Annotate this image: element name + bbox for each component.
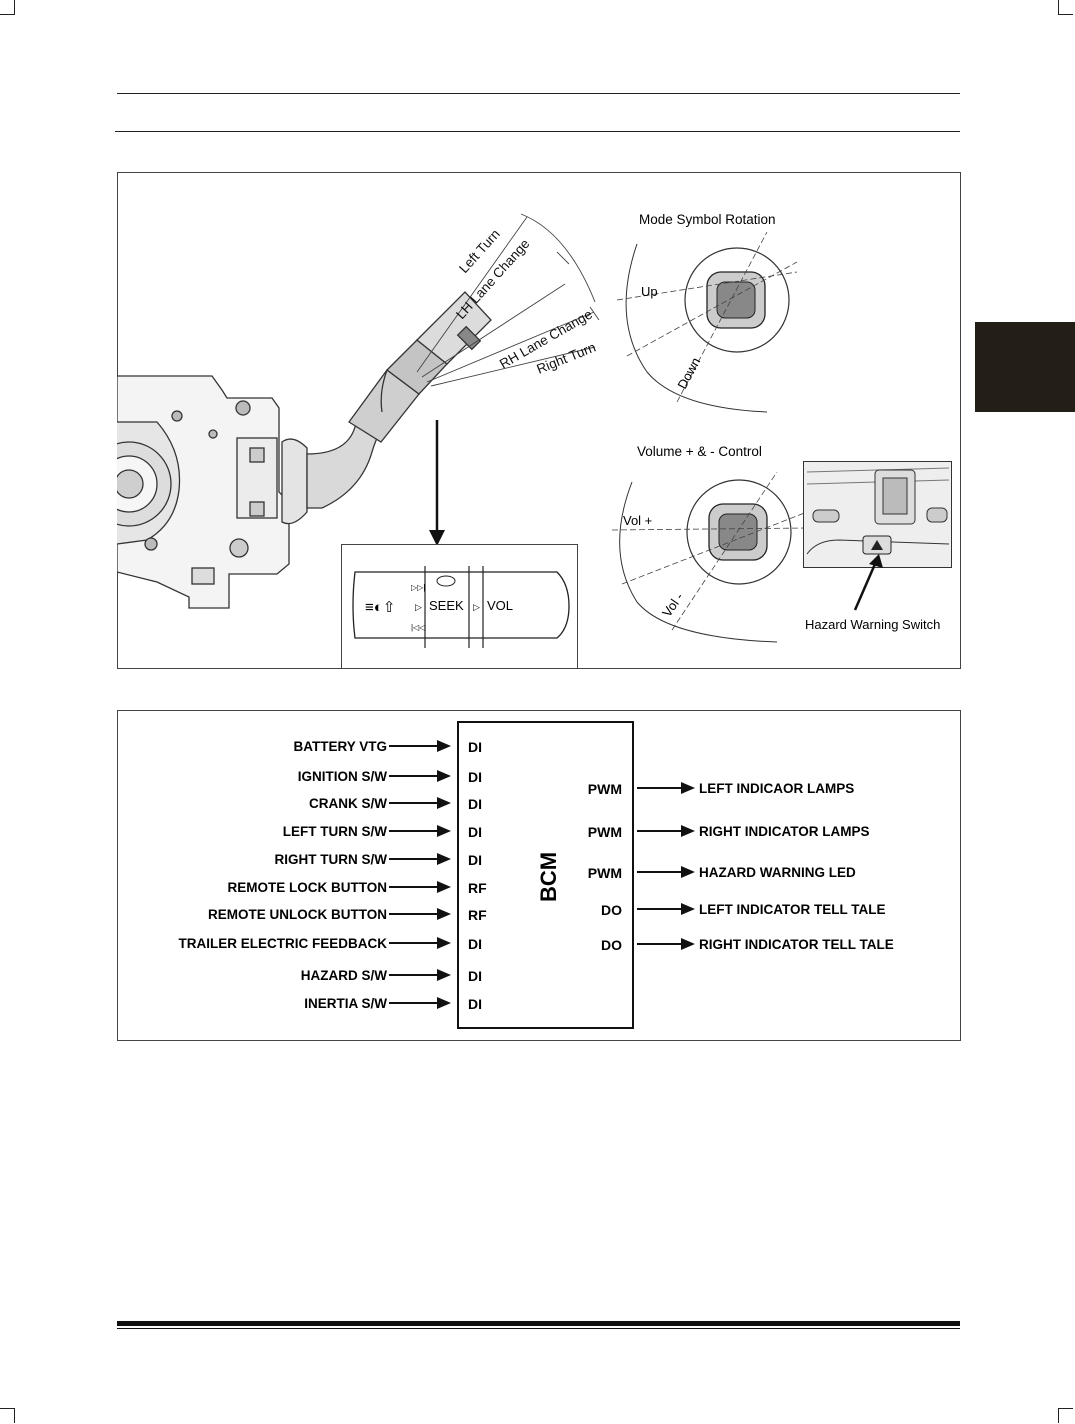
bcm-output-label: HAZARD WARNING LED [699, 865, 856, 880]
bcm-output-type: PWM [588, 781, 622, 797]
bcm-input-row: LEFT TURN S/W DI [283, 824, 482, 840]
bcm-input-arrowhead [437, 881, 451, 893]
switch-face-inset: SEEK VOL ≡◐⇧ ▷ ▷▷| |◁◁ ▷ [341, 544, 578, 669]
hazard-pointer-line [853, 563, 877, 611]
bcm-output-type: PWM [588, 865, 622, 881]
inset-pointer-arrowhead [429, 530, 445, 546]
footer-rule-thin [117, 1328, 960, 1329]
header-rule-bottom [115, 131, 960, 132]
bcm-output-type: DO [601, 902, 622, 918]
footer-rule-thick [117, 1321, 960, 1326]
bcm-input-type: DI [468, 796, 482, 812]
headlamp-icon: ≡◐⇧ [365, 599, 395, 616]
bcm-input-row: CRANK S/W DI [309, 796, 482, 812]
mode-rotation-title: Mode Symbol Rotation [639, 212, 776, 227]
bcm-output-row: PWM HAZARD WARNING LED [588, 865, 856, 881]
play-icon: ▷ [415, 602, 422, 612]
bcm-input-label: HAZARD S/W [301, 968, 387, 983]
crop-mark-top-right [1058, 0, 1073, 15]
prev-track-icon: |◁◁ [411, 623, 425, 632]
section-tab [975, 322, 1075, 412]
bcm-output-row: DO LEFT INDICATOR TELL TALE [601, 902, 886, 918]
combination-switch-figure: Left Turn LH Lane Change RH Lane Change … [117, 172, 961, 669]
mode-up-label: Up [641, 284, 658, 299]
bcm-output-type: DO [601, 937, 622, 953]
bcm-input-label: BATTERY VTG [293, 739, 387, 754]
bcm-input-label: CRANK S/W [309, 796, 387, 811]
bcm-input-arrowhead [437, 908, 451, 920]
bcm-input-row: BATTERY VTG DI [293, 739, 482, 755]
bcm-input-type: DI [468, 996, 482, 1012]
hazard-warning-switch-label: Hazard Warning Switch [805, 617, 940, 632]
bcm-input-label: LEFT TURN S/W [283, 824, 387, 839]
bcm-input-arrowhead [437, 825, 451, 837]
next-track-icon: ▷▷| [411, 583, 425, 592]
bcm-input-arrowhead [437, 997, 451, 1009]
turn-direction-lines [416, 213, 600, 387]
bcm-input-type: DI [468, 769, 482, 785]
inset-seek-label: SEEK [429, 598, 464, 613]
bcm-module-box [457, 721, 634, 1029]
bcm-input-label: REMOTE LOCK BUTTON [228, 880, 388, 895]
bcm-input-row: REMOTE LOCK BUTTON RF [228, 880, 488, 896]
bcm-input-type: RF [468, 880, 487, 896]
mode-rotation-diagram: Mode Symbol Rotation Up Down [616, 212, 798, 413]
hazard-pointer-arrowhead [869, 554, 883, 568]
volume-control-diagram: Volume + & - Control Vol + Vol - [611, 444, 808, 643]
bcm-input-label: RIGHT TURN S/W [275, 852, 388, 867]
bcm-input-label: IGNITION S/W [298, 769, 388, 784]
bcm-output-row: PWM LEFT INDICAOR LAMPS [588, 781, 854, 797]
vol-play-icon: ▷ [473, 602, 480, 612]
bcm-input-arrowhead [437, 937, 451, 949]
bcm-input-label: INERTIA S/W [304, 996, 387, 1011]
bcm-input-type: DI [468, 968, 482, 984]
vol-plus-label: Vol + [623, 513, 652, 528]
hazard-switch-inset [803, 461, 952, 568]
bcm-output-group: PWM LEFT INDICAOR LAMPS PWM RIGHT INDICATOR… [588, 781, 894, 953]
bcm-input-arrowhead [437, 797, 451, 809]
bcm-input-type: DI [468, 936, 482, 952]
volume-control-title: Volume + & - Control [637, 444, 762, 459]
bcm-output-label: LEFT INDICATOR TELL TALE [699, 902, 886, 917]
bcm-input-arrowhead [437, 740, 451, 752]
bcm-output-row: PWM RIGHT INDICATOR LAMPS [588, 824, 870, 840]
bcm-module-label: BCM [536, 852, 561, 902]
crop-mark-bottom-left [0, 1408, 15, 1423]
steering-column-housing [117, 375, 290, 609]
crop-mark-bottom-right [1058, 1408, 1073, 1423]
bcm-output-arrowhead [681, 938, 695, 950]
bcm-input-type: DI [468, 824, 482, 840]
bcm-output-label: LEFT INDICAOR LAMPS [699, 781, 854, 796]
bcm-input-row: IGNITION S/W DI [298, 769, 482, 785]
bcm-input-arrowhead [437, 853, 451, 865]
bcm-input-row: REMOTE UNLOCK BUTTON RF [208, 907, 487, 923]
bcm-input-label: REMOTE UNLOCK BUTTON [208, 907, 387, 922]
bcm-output-label: RIGHT INDICATOR TELL TALE [699, 937, 894, 952]
bcm-input-arrowhead [437, 770, 451, 782]
bcm-output-arrowhead [681, 903, 695, 915]
bcm-input-row: HAZARD S/W DI [301, 968, 482, 984]
bcm-input-row: RIGHT TURN S/W DI [275, 852, 483, 868]
bcm-input-row: INERTIA S/W DI [304, 996, 482, 1012]
bcm-output-type: PWM [588, 824, 622, 840]
bcm-input-type: DI [468, 739, 482, 755]
bcm-output-arrowhead [681, 866, 695, 878]
crop-mark-top-left [0, 0, 15, 15]
bcm-input-type: DI [468, 852, 482, 868]
inset-vol-label: VOL [487, 598, 513, 613]
bcm-output-arrowhead [681, 825, 695, 837]
bcm-input-label: TRAILER ELECTRIC FEEDBACK [179, 936, 388, 951]
bcm-input-arrowhead [437, 969, 451, 981]
bcm-output-row: DO RIGHT INDICATOR TELL TALE [601, 937, 894, 953]
bcm-output-arrowhead [681, 782, 695, 794]
bcm-input-type: RF [468, 907, 487, 923]
bcm-input-row: TRAILER ELECTRIC FEEDBACK DI [179, 936, 483, 952]
header-rule-top [117, 93, 960, 94]
bcm-output-label: RIGHT INDICATOR LAMPS [699, 824, 870, 839]
